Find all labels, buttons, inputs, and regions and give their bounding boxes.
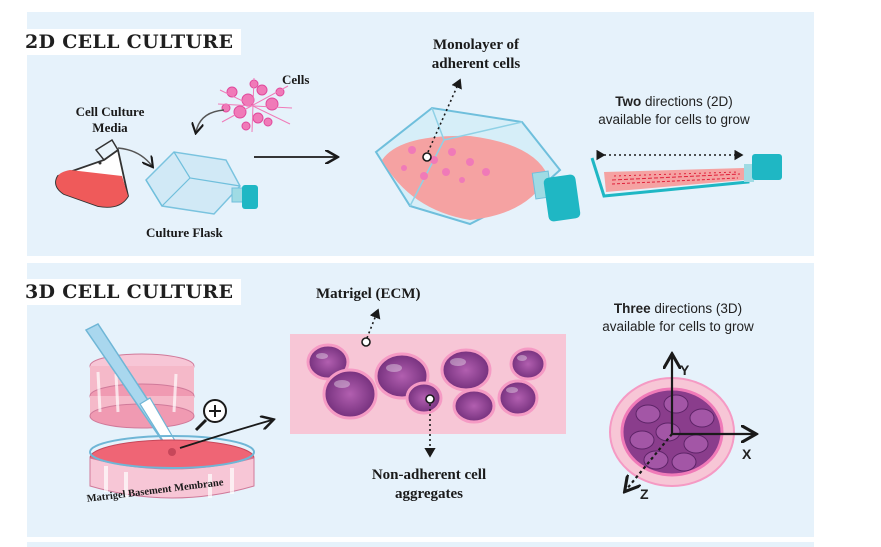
aggregates-label: Non-adherent cell aggregates bbox=[344, 466, 514, 504]
monolayer-label-line1: Monolayer of bbox=[433, 37, 519, 53]
axis-x-label: X bbox=[742, 446, 752, 462]
three-directions-line2: available for cells to grow bbox=[602, 319, 754, 335]
xyz-axes-icon bbox=[626, 356, 754, 490]
bottom-panel-edge bbox=[27, 542, 814, 547]
cells-label: Cells bbox=[282, 72, 310, 87]
matrigel-pointer-line bbox=[366, 308, 381, 339]
media-to-flask-arrow bbox=[117, 147, 152, 166]
aggregate-pointer-dot bbox=[425, 394, 435, 404]
zoom-arrow bbox=[179, 420, 272, 449]
monolayer-label-line2: adherent cells bbox=[431, 55, 521, 72]
cells-to-flask-arrow bbox=[196, 109, 225, 132]
aggregates-label-line2: aggregates bbox=[394, 485, 464, 502]
three-directions-label: Three directions (3D) available for cell… bbox=[578, 300, 778, 336]
section-title-3d: 3D CELL CULTURE bbox=[19, 279, 242, 305]
monolayer-pointer-dot bbox=[422, 152, 432, 162]
media-flask-icon bbox=[55, 138, 129, 208]
aggregate-highlights bbox=[316, 353, 527, 393]
three-directions-rest: directions (3D) bbox=[650, 301, 743, 316]
matrigel-label: Matrigel (ECM) bbox=[316, 286, 421, 302]
three-directions-bold: Three bbox=[613, 301, 651, 316]
two-directions-rest: directions (2D) bbox=[641, 94, 733, 109]
media-label-line1: Cell Culture bbox=[75, 104, 145, 119]
cell-aggregates-icon bbox=[306, 343, 547, 424]
monolayer-pointer-line bbox=[427, 78, 462, 153]
section-title-2d: 2D CELL CULTURE bbox=[19, 29, 242, 55]
cells-filaments-icon bbox=[217, 77, 293, 133]
side-view-flask-icon bbox=[590, 154, 782, 198]
media-label: Cell Culture Media bbox=[60, 104, 160, 137]
matrigel-pointer-dot bbox=[361, 337, 371, 347]
axis-y-label: Y bbox=[680, 362, 690, 378]
flask-label: Culture Flask bbox=[146, 225, 223, 240]
media-label-line2: Media bbox=[92, 120, 128, 136]
matrigel-dish-icon bbox=[89, 435, 255, 499]
monolayer-cells-icon bbox=[401, 146, 490, 183]
large-flask-icon bbox=[374, 106, 581, 226]
magnifier-icon bbox=[194, 399, 227, 432]
aggregates-label-line1: Non-adherent cell bbox=[371, 467, 487, 483]
monolayer-label: Monolayer of adherent cells bbox=[412, 36, 540, 74]
two-directions-bold: Two bbox=[615, 94, 642, 109]
axis-z-label: Z bbox=[640, 486, 649, 502]
flat-cells-icon bbox=[611, 171, 741, 185]
two-directions-label: Two directions (2D) available for cells … bbox=[574, 93, 774, 129]
two-directions-line2: available for cells to grow bbox=[598, 112, 750, 128]
culture-flask-icon bbox=[145, 151, 258, 215]
